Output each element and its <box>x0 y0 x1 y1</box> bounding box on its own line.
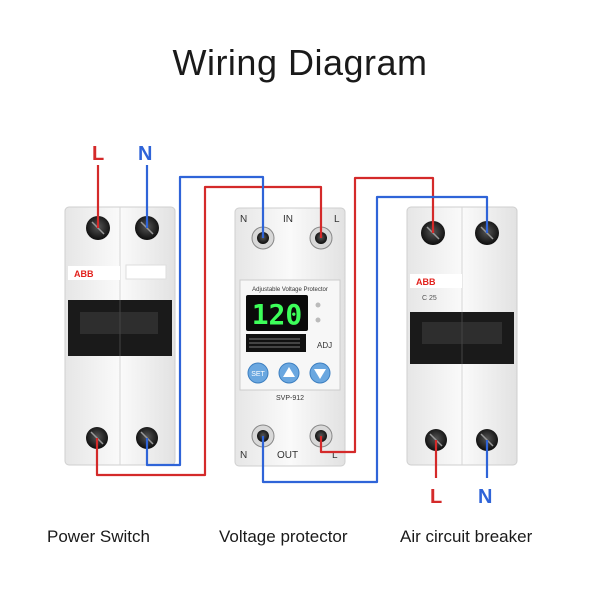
protector-panel-title: Adjustable Voltage Protector <box>252 287 328 293</box>
protector-display <box>246 295 308 331</box>
protector-top-label-in: IN <box>283 214 293 225</box>
caption-voltage-protector: Voltage protector <box>219 527 348 546</box>
protector-set-label: SET <box>251 371 265 378</box>
down-arrow-icon <box>314 369 326 379</box>
power-switch-lever[interactable] <box>80 312 158 334</box>
wire-switch-to-protector-live <box>95 185 323 477</box>
caption-air-circuit-breaker: Air circuit breaker <box>400 527 533 546</box>
breaker-brand: ABB <box>416 277 436 287</box>
abb-logo-strip <box>68 266 120 280</box>
protector-down-button[interactable] <box>309 362 331 384</box>
wires <box>95 165 489 484</box>
diagram-title: Wiring Diagram <box>172 42 428 83</box>
air-circuit-breaker: ABB C 25 <box>406 206 518 466</box>
protector-bottom-label-out: OUT <box>277 450 298 461</box>
breaker-rating: C 25 <box>422 295 437 302</box>
load-live-label: L <box>430 486 442 508</box>
voltage-protector: N IN L Adjustable Voltage Protector 120 … <box>234 207 346 467</box>
load-neutral-label: N <box>478 486 492 508</box>
supply-live-label: L <box>92 143 104 165</box>
protector-up-button[interactable] <box>278 362 300 384</box>
protector-bottom-label-n: N <box>240 450 247 461</box>
breaker-abb-strip <box>410 274 462 288</box>
protector-adj-label: ADJ <box>317 341 332 350</box>
wire-protector-to-breaker-live <box>319 176 435 454</box>
protector-top-label-l: L <box>334 214 340 225</box>
caption-power-switch: Power Switch <box>47 527 150 546</box>
up-arrow-icon <box>283 367 295 377</box>
protector-bottom-label-l: L <box>332 450 338 461</box>
wire-protector-to-breaker-neutral <box>261 195 489 484</box>
protector-led <box>315 302 321 308</box>
protector-top-label-n: N <box>240 214 247 225</box>
wire-switch-to-protector-neutral <box>145 175 265 467</box>
supply-neutral-label: N <box>138 143 152 165</box>
power-switch-brand: ABB <box>74 269 94 279</box>
protector-display-value: 120 <box>252 298 303 331</box>
protector-set-button[interactable]: SET <box>247 362 269 384</box>
protector-model: SVP-912 <box>276 395 304 402</box>
power-switch: ABB <box>64 206 176 466</box>
